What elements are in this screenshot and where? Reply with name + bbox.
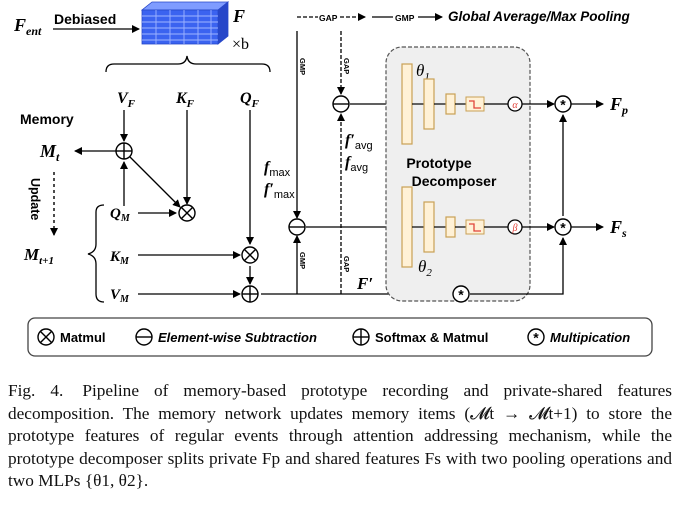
feature-brace [105, 55, 271, 73]
q-f-label: QF [240, 90, 260, 110]
figure-caption: Fig. 4. Pipeline of memory-based prototy… [8, 380, 672, 493]
subtraction-symbol [332, 95, 350, 113]
gap-legend-label: GAP [319, 13, 338, 23]
m-t-label: Mt [39, 141, 60, 164]
svg-text:*: * [458, 287, 464, 303]
pipeline-diagram: GAP GMP Global Average/Max Pooling Fent … [13, 1, 653, 357]
legend-subtraction: Element-wise Subtraction [135, 328, 317, 346]
feature-cube [140, 1, 230, 45]
legend-softmax-label: Softmax & Matmul [375, 330, 488, 345]
gmp-label-bottom: GMP [298, 252, 307, 269]
decomposer-title-2: Decomposer [412, 173, 497, 189]
gmp-legend-label: GMP [395, 13, 415, 23]
gap-label-top: GAP [342, 58, 351, 74]
multiplication-symbol: * [452, 285, 470, 303]
f-avg-label: favg [345, 154, 368, 174]
memory-brace [87, 204, 105, 303]
svg-text:*: * [533, 330, 539, 346]
gap-label-bottom: GAP [342, 256, 351, 272]
decomposer-title-1: Prototype [406, 155, 472, 171]
debiased-label: Debiased [54, 11, 116, 27]
memory-title: Memory [20, 111, 74, 127]
k-m-label: KM [109, 249, 130, 267]
legend-matmul-label: Matmul [60, 330, 106, 345]
f-p-label: Fp [609, 94, 628, 117]
matmul-symbol [178, 204, 196, 222]
gmp-label-top: GMP [298, 58, 307, 75]
caption-fig-label: Fig. 4. [8, 381, 64, 400]
softmax-matmul-symbol [115, 142, 133, 160]
f-label: F [232, 6, 245, 26]
beta-label: β [512, 223, 518, 234]
legend-matmul: Matmul [37, 328, 106, 346]
f-avg-prime-label: f′avg [345, 132, 373, 152]
legend-multiplication-label: Multipication [550, 330, 630, 345]
multiplication-symbol: * [554, 218, 572, 236]
mlp-theta1: α [401, 63, 523, 145]
operator-legend-box [27, 317, 653, 357]
pooling-legend-text: Global Average/Max Pooling [448, 9, 631, 24]
input-feature: Fent Debiased [13, 11, 140, 38]
m-t1-label: Mt+1 [23, 245, 54, 267]
v-m-label: VM [110, 287, 130, 305]
caption-text: Pipeline of memory-based prototype recor… [8, 381, 673, 490]
f-prime-label: F′ [356, 274, 373, 293]
times-b-label: ×b [232, 36, 249, 53]
f-ent-label: Fent [13, 15, 42, 38]
multiplication-symbol: * [554, 95, 572, 113]
legend-multiplication: * Multipication [527, 328, 630, 346]
output-connections [470, 100, 604, 295]
top-pooling-legend: GAP GMP Global Average/Max Pooling [297, 9, 631, 24]
svg-text:*: * [560, 220, 566, 236]
f-max-prime-label: f′max [264, 181, 295, 201]
v-f-label: VF [117, 90, 136, 110]
mlp-theta2: β [401, 186, 523, 268]
q-m-label: QM [110, 206, 131, 224]
theta1-label: θ1 [416, 61, 430, 83]
subtraction-symbol [288, 218, 306, 236]
update-label: Update [28, 178, 42, 220]
f-s-label: Fs [609, 217, 627, 240]
softmax-matmul-symbol [241, 285, 259, 303]
legend-softmax: Softmax & Matmul [352, 328, 488, 346]
svg-text:*: * [560, 97, 566, 113]
alpha-label: α [512, 100, 518, 111]
matmul-symbol [241, 246, 259, 264]
legend-subtraction-label: Element-wise Subtraction [158, 330, 317, 345]
f-max-label: fmax [264, 159, 291, 179]
k-f-label: KF [175, 90, 195, 110]
theta2-label: θ2 [418, 257, 432, 279]
